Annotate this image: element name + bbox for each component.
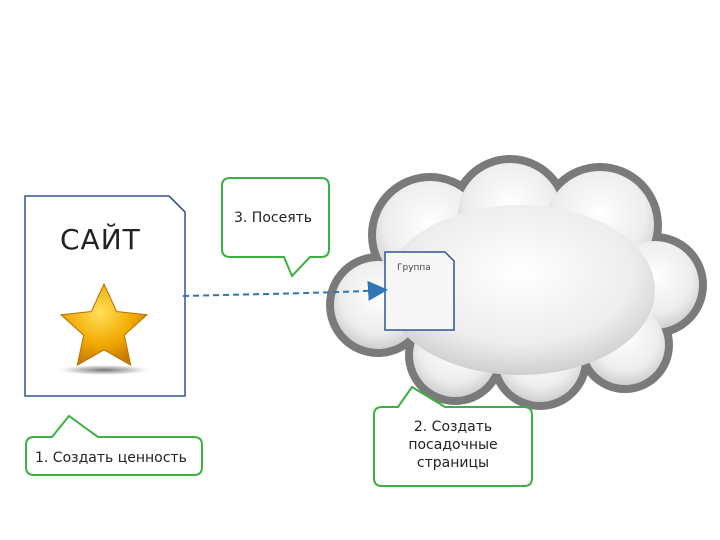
seeding-arrow bbox=[182, 280, 388, 301]
group-label: Группа bbox=[397, 263, 431, 273]
callout-2-line-3: страницы bbox=[416, 455, 490, 472]
callout-1-text: 1. Создать ценность bbox=[35, 450, 187, 466]
document-fold bbox=[168, 195, 186, 213]
site-title: САЙТ bbox=[60, 223, 141, 256]
callout-2-text: 2. Создать посадочные страницы bbox=[378, 418, 528, 473]
group-page bbox=[384, 251, 455, 331]
callout-3-box bbox=[221, 177, 330, 278]
callout-3-text: 3. Посеять bbox=[234, 210, 313, 226]
star-icon bbox=[59, 282, 149, 367]
callout-2-line-1: 2. Создать bbox=[413, 419, 493, 435]
callout-2-line-2: посадочные bbox=[408, 437, 498, 454]
callout-2-box bbox=[373, 385, 533, 487]
star-shadow bbox=[60, 365, 148, 375]
cloud-shape bbox=[326, 155, 707, 410]
callout-1-box bbox=[25, 414, 203, 476]
